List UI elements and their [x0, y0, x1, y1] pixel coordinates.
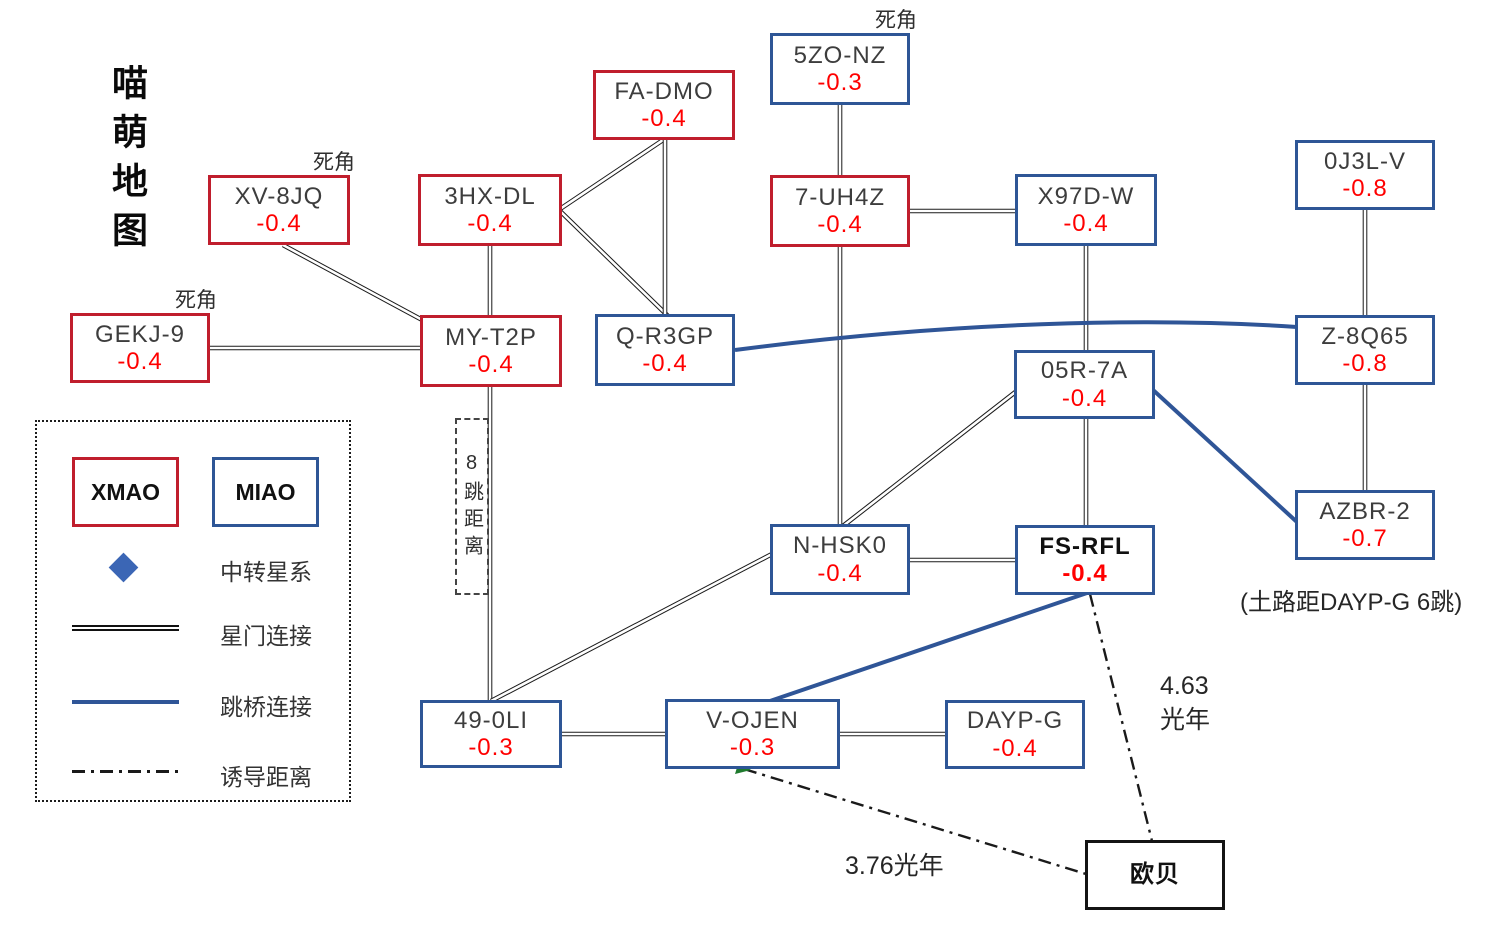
system-node-X97D-W: X97D-W-0.4	[1015, 174, 1157, 246]
system-node-3HX-DL: 3HX-DL-0.4	[418, 174, 562, 246]
system-name: Z-8Q65	[1321, 322, 1409, 350]
system-name: 7-UH4Z	[794, 183, 885, 211]
system-node-49-0LI: 49-0LI-0.3	[420, 700, 562, 768]
gate-connection-inner-N-HSK0-05R-7A	[842, 388, 1019, 528]
jump-bridge-05R-7A-AZBR-2	[1150, 387, 1300, 525]
stargate-line-icon	[72, 625, 179, 631]
security-status: -0.4	[817, 559, 863, 587]
dead-corner-label: 死角	[313, 151, 355, 174]
security-status: -0.8	[1342, 175, 1388, 203]
legend-induction-label: 诱导距离	[220, 764, 312, 790]
security-status: -0.4	[641, 105, 687, 133]
legend-stargate-label: 星门连接	[220, 623, 312, 649]
system-node-FS-RFL: FS-RFL-0.4	[1015, 525, 1155, 595]
gate-connection-inner-3HX-DL-FA-DMO	[559, 136, 667, 211]
system-node-7-UH4Z: 7-UH4Z-0.4	[770, 175, 910, 247]
induction-line-icon	[72, 770, 179, 773]
transit-system-icon	[108, 552, 139, 583]
security-status: -0.4	[468, 351, 514, 379]
system-node-05R-7A: 05R-7A-0.4	[1014, 350, 1155, 419]
legend-jumpbridge-label: 跳桥连接	[220, 694, 312, 720]
security-status: -0.4	[256, 210, 302, 238]
jump-bridge-Q-R3GP-Z-8Q65	[734, 320, 1298, 352]
system-name: 3HX-DL	[444, 182, 536, 210]
system-name: 49-0LI	[453, 706, 529, 734]
overland-route-note: (土路距DAYP-G 6跳)	[1240, 589, 1463, 616]
lightyear-label-376: 3.76光年	[845, 852, 944, 880]
system-node-欧贝: 欧贝	[1085, 840, 1225, 910]
system-name: AZBR-2	[1319, 497, 1411, 525]
legend: XMAO MIAO 中转星系 星门连接 跳桥连接 诱导距离	[35, 420, 351, 802]
system-name: 0J3L-V	[1323, 147, 1407, 175]
security-status: -0.4	[817, 211, 863, 239]
system-name: FA-DMO	[614, 77, 714, 105]
system-name: N-HSK0	[792, 532, 888, 559]
induction-line-V-OJEN-欧贝	[743, 767, 1087, 876]
legend-miao-swatch: MIAO	[212, 457, 319, 527]
system-node-V-OJEN: V-OJEN-0.3	[665, 699, 840, 769]
system-name: XV-8JQ	[234, 182, 324, 210]
jumpbridge-line-icon	[72, 700, 179, 704]
gate-connection-inner-49-0LI-N-HSK0	[490, 552, 773, 703]
induction-line-FS-RFL-欧贝	[1088, 593, 1154, 842]
system-name: 欧贝	[1130, 861, 1180, 889]
security-status: -0.7	[1342, 525, 1388, 553]
system-node-Q-R3GP: Q-R3GP-0.4	[595, 314, 735, 386]
jump-bridge-V-OJEN-FS-RFL	[769, 591, 1088, 703]
security-status: -0.3	[817, 69, 863, 97]
system-name: Q-R3GP	[615, 322, 714, 350]
security-status: -0.3	[729, 734, 776, 762]
system-name: DAYP-G	[966, 707, 1064, 734]
security-status: -0.4	[642, 350, 688, 378]
system-name: 05R-7A	[1040, 357, 1129, 384]
security-status: -0.4	[992, 734, 1038, 762]
system-name: V-OJEN	[706, 706, 799, 734]
system-node-XV-8JQ: XV-8JQ-0.4	[208, 175, 350, 245]
system-name: 5ZO-NZ	[793, 41, 887, 69]
dead-corner-label: 死角	[175, 289, 217, 312]
system-node-0J3L-V: 0J3L-V-0.8	[1295, 140, 1435, 210]
security-status: -0.4	[1062, 560, 1108, 588]
system-node-MY-T2P: MY-T2P-0.4	[420, 315, 562, 387]
system-name: X97D-W	[1037, 182, 1135, 210]
system-node-DAYP-G: DAYP-G-0.4	[945, 700, 1085, 769]
lightyear-label-463: 4.63 光年	[1160, 672, 1211, 734]
legend-transit-label: 中转星系	[220, 559, 312, 585]
gate-connection-inner-3HX-DL-Q-R3GP	[559, 210, 669, 317]
jump-distance-label: 8跳距离	[455, 418, 489, 595]
security-status: -0.4	[467, 210, 513, 238]
security-status: -0.8	[1342, 350, 1388, 378]
system-node-Z-8Q65: Z-8Q65-0.8	[1295, 315, 1435, 385]
security-status: -0.4	[117, 348, 163, 376]
system-node-5ZO-NZ: 5ZO-NZ-0.3	[770, 33, 910, 105]
system-name: MY-T2P	[445, 323, 537, 351]
system-name: FS-RFL	[1039, 532, 1131, 560]
system-node-GEKJ-9: GEKJ-9-0.4	[70, 313, 210, 383]
security-status: -0.4	[1063, 210, 1109, 238]
page-title: 喵萌地图	[107, 64, 148, 260]
security-status: -0.3	[468, 734, 514, 762]
security-status: -0.4	[1061, 384, 1108, 412]
system-name: GEKJ-9	[94, 320, 186, 348]
system-node-N-HSK0: N-HSK0-0.4	[770, 524, 910, 595]
legend-xmao-swatch: XMAO	[72, 457, 179, 527]
system-node-FA-DMO: FA-DMO-0.4	[593, 70, 735, 140]
system-node-AZBR-2: AZBR-2-0.7	[1295, 490, 1435, 560]
dead-corner-label: 死角	[875, 9, 917, 32]
